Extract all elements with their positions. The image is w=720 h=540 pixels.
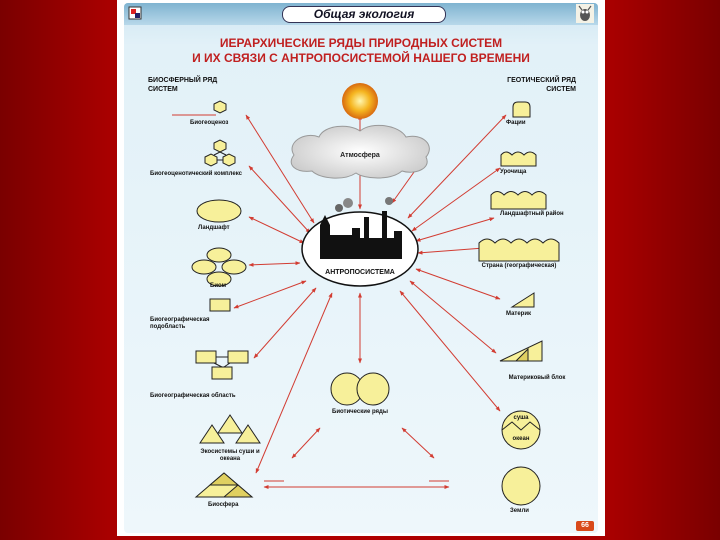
country-shape	[478, 238, 560, 262]
landscape-shape	[196, 199, 242, 223]
arrow-ecosystems	[255, 292, 333, 474]
title-line-1: ИЕРАРХИЧЕСКИЕ РЯДЫ ПРИРОДНЫХ СИСТЕМ	[219, 36, 503, 50]
landscape-district-shape	[490, 191, 547, 210]
continental-block-label: Материковый блок	[508, 375, 566, 381]
header-title: Общая экология	[282, 6, 446, 23]
continent-shape	[510, 292, 535, 308]
biome-shape	[191, 247, 247, 287]
left-column-heading-2: СИСТЕМ	[148, 86, 178, 93]
poster: Общая экология ИЕРАРХИЧЕСКИЕ РЯДЫ ПРИРОД…	[124, 3, 598, 533]
biosphere-shape	[194, 472, 254, 498]
earth-shape	[501, 466, 541, 506]
owl-emblem-icon	[576, 4, 594, 23]
urochishche-label: Урочища	[500, 169, 527, 175]
landscape-district-label: Ландшафтный район	[500, 211, 564, 217]
poster-header: Общая экология	[124, 3, 598, 25]
title-line-2: И ИХ СВЯЗИ С АНТРОПОСИСТЕМОЙ НАШЕГО ВРЕМ…	[192, 51, 530, 65]
biotic-rows-label: Биотические ряды	[332, 409, 388, 415]
app-logo-icon	[128, 6, 142, 20]
arrow-region	[253, 287, 317, 359]
arrow-biome	[248, 261, 301, 267]
biogeocenosis-label: Биогеоценоз	[190, 120, 229, 126]
biogeocenosis-shape	[213, 100, 227, 114]
arrow-subregion	[233, 280, 307, 309]
crust-bottom-label: океан	[513, 436, 530, 442]
region-label: Биогеографическая область	[150, 393, 236, 399]
arrow-continent	[415, 268, 501, 300]
facies-shape	[512, 101, 531, 118]
left-column-heading-1: БИОСФЕРНЫЙ РЯД	[148, 77, 218, 84]
anthroposystem-label: АНТРОПОСИСТЕМА	[325, 269, 395, 276]
biogeocenotic-complex-label: Биогеоценотический комплекс	[150, 171, 242, 177]
arrow-complex	[248, 165, 311, 234]
slide: Общая экология ИЕРАРХИЧЕСКИЕ РЯДЫ ПРИРОД…	[117, 0, 605, 536]
continent-label: Материк	[506, 311, 532, 317]
main-title: ИЕРАРХИЧЕСКИЕ РЯДЫ ПРИРОДНЫХ СИСТЕМ И ИХ…	[124, 36, 598, 66]
arrow-biotic-left	[291, 427, 321, 459]
country-label: Страна (географическая)	[481, 263, 557, 269]
right-column-heading-1: ГЕОТИЧЕСКИЙ РЯД	[507, 77, 576, 84]
landscape-label: Ландшафт	[198, 225, 230, 231]
region-shape	[195, 350, 249, 380]
urochishche-shape	[500, 151, 537, 167]
arrow-landscape	[248, 216, 305, 244]
atmosphere-cloud: Атмосфера	[290, 124, 430, 179]
crust-top-label: суша	[513, 415, 529, 421]
ecosystems-shape	[199, 414, 261, 444]
biogeocenotic-complex-shape	[204, 139, 236, 167]
arrow-landscape-district	[415, 217, 495, 242]
arrow-continental-block	[409, 280, 497, 354]
right-column-heading-2: СИСТЕМ	[546, 86, 576, 93]
crust-shape	[501, 410, 541, 450]
atmosphere-label: Атмосфера	[340, 152, 380, 159]
factory-icon	[320, 197, 402, 259]
diagram-canvas: Атмосфера АНТРОПОСИСТЕ	[172, 83, 560, 506]
arrow-biotic-right	[401, 427, 435, 459]
biome-label: Биом	[210, 283, 227, 289]
facies-label: Фации	[506, 120, 526, 126]
page-badge: 66	[576, 521, 594, 531]
earth-label: Земли	[510, 508, 529, 514]
sun-icon	[342, 83, 378, 119]
ecosystems-label: Экосистемы суши и океана	[200, 449, 260, 462]
biosphere-label: Биосфера	[208, 502, 239, 508]
subregion-label: Биогеографическая подобласть	[150, 317, 210, 330]
anthroposystem-node: АНТРОПОСИСТЕМА	[301, 197, 419, 287]
continental-block-shape	[499, 340, 543, 362]
subregion-shape	[209, 298, 231, 312]
biotic-rows-node	[330, 372, 390, 406]
arrow-crust	[399, 290, 501, 412]
arrow-country	[417, 246, 485, 255]
